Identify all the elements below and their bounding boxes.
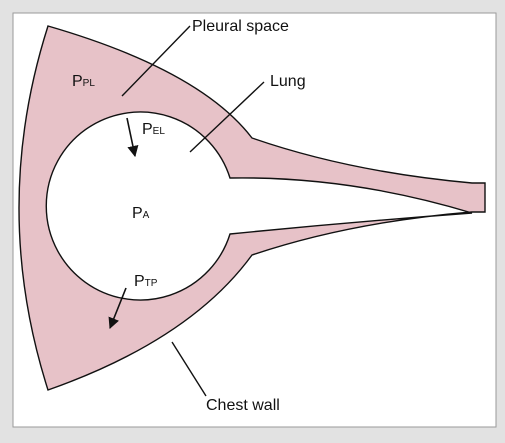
p-a-symbol: PA <box>132 205 150 222</box>
p-el-arrow <box>126 117 139 158</box>
lung-label: Lung <box>270 73 306 90</box>
p-tp-symbol: PTP <box>134 273 158 290</box>
p-el-symbol: PEL <box>142 121 165 138</box>
pleural-space-label: Pleural space <box>192 18 289 35</box>
pleural-space-leader <box>121 25 191 97</box>
p-tp-arrow <box>108 287 127 330</box>
p-pl-symbol: PPL <box>72 73 95 90</box>
lung-leader <box>189 81 265 153</box>
chest-wall-leader <box>171 341 207 397</box>
pleural-space-region <box>18 25 486 391</box>
chest-wall-label: Chest wall <box>206 397 280 414</box>
